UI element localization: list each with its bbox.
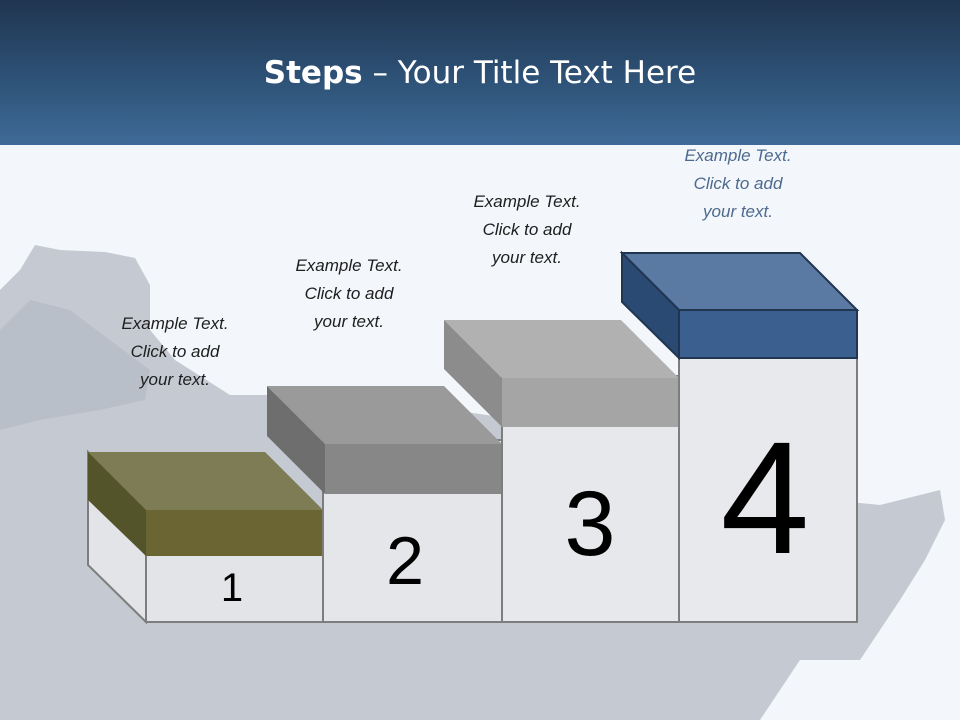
step-3-block[interactable] <box>444 320 680 623</box>
caption-line: your text. <box>140 370 210 389</box>
caption-line: your text. <box>703 202 773 221</box>
step-1-caption[interactable]: Example Text. Click to add your text. <box>85 310 265 394</box>
title-bold: Steps <box>263 55 363 91</box>
step-4-block[interactable] <box>619 250 860 623</box>
title-text: – Your Title Text Here <box>362 55 697 91</box>
caption-line: Example Text. <box>473 192 581 211</box>
step-2-block[interactable] <box>267 386 503 623</box>
caption-line: Example Text. <box>295 256 403 275</box>
step-2-number: 2 <box>386 523 424 599</box>
caption-line: your text. <box>492 248 562 267</box>
step-4-number: 4 <box>720 408 810 587</box>
step-3-caption[interactable]: Example Text. Click to add your text. <box>437 188 617 272</box>
caption-line: Click to add <box>130 342 220 361</box>
slide-title[interactable]: Steps – Your Title Text Here <box>0 55 960 91</box>
step-3-number: 3 <box>564 473 616 575</box>
step-2-caption[interactable]: Example Text. Click to add your text. <box>259 252 439 336</box>
caption-line: Example Text. <box>121 314 229 333</box>
step-1-number: 1 <box>220 566 244 610</box>
caption-line: Click to add <box>693 174 783 193</box>
title-bar: Steps – Your Title Text Here <box>0 0 960 145</box>
caption-line: Click to add <box>304 284 394 303</box>
caption-line: Click to add <box>482 220 572 239</box>
step-4-caption[interactable]: Example Text. Click to add your text. <box>648 142 828 226</box>
caption-line: your text. <box>314 312 384 331</box>
caption-line: Example Text. <box>684 146 792 165</box>
step-1-block[interactable] <box>87 449 324 625</box>
